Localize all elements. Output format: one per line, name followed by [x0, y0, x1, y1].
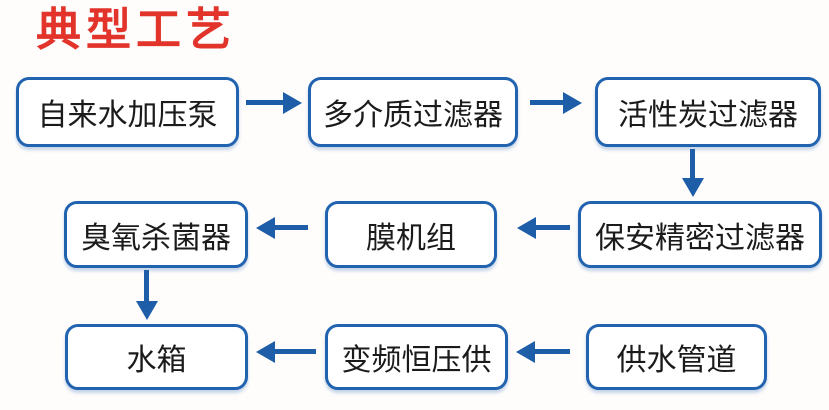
flow-node-label: 膜机组	[366, 220, 456, 256]
flow-node-label: 供水管道	[616, 343, 737, 378]
arrow-left-icon	[256, 341, 316, 363]
arrow-down-icon	[682, 149, 704, 197]
arrow-right-icon	[530, 92, 582, 114]
flow-node-label: 自来水加压泵	[37, 98, 218, 133]
flow-node-label: 水箱	[126, 343, 187, 378]
flow-node-ozone-sterilizer: 臭氧杀菌器	[64, 201, 248, 268]
arrow-down-icon	[136, 270, 158, 320]
flow-node-water-supply-pipeline: 供水管道	[586, 324, 767, 390]
flow-node-security-precision-filter: 保安精密过滤器	[578, 201, 822, 268]
flow-node-label: 臭氧杀菌器	[81, 220, 231, 256]
flow-node-activated-carbon-filter: 活性炭过滤器	[595, 77, 821, 147]
flow-node-multi-media-filter: 多介质过滤器	[308, 77, 518, 147]
flow-node-membrane-unit: 膜机组	[325, 201, 497, 268]
flow-node-label: 活性炭过滤器	[618, 98, 798, 133]
arrow-left-icon	[256, 217, 308, 239]
page-title: 典型工艺	[36, 3, 237, 56]
arrow-left-icon	[517, 217, 570, 239]
flow-node-water-tank: 水箱	[65, 324, 248, 390]
flow-node-label: 多介质过滤器	[323, 98, 503, 133]
flow-node-vfd-constant-pressure-supply: 变频恒压供	[325, 324, 508, 390]
flow-node-label: 变频恒压供	[341, 343, 492, 378]
arrow-right-icon	[246, 92, 302, 114]
arrow-left-icon	[516, 341, 570, 363]
flow-node-tap-water-pressure-pump: 自来水加压泵	[16, 77, 239, 147]
flow-node-label: 保安精密过滤器	[595, 220, 805, 256]
